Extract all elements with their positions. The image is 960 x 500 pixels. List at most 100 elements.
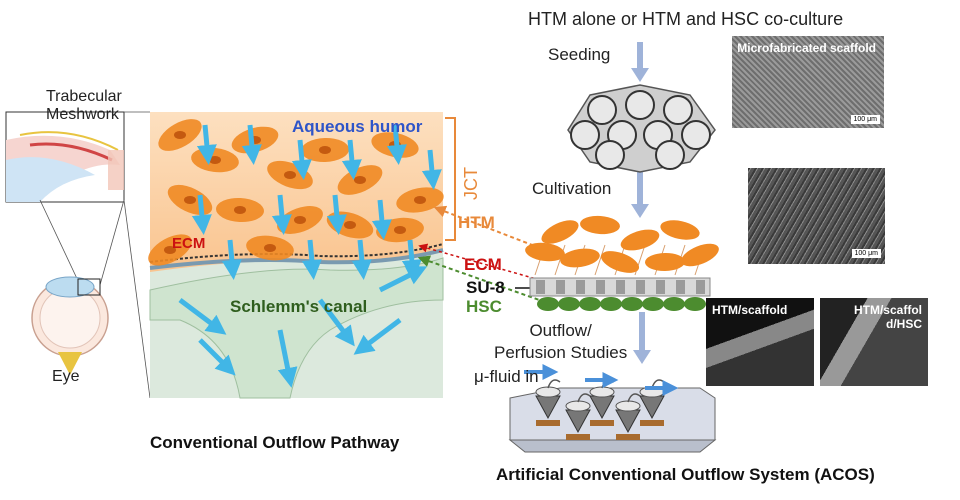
- su8-post: [656, 280, 665, 294]
- label-su8: SU-8: [466, 278, 505, 297]
- flow-arrow: [301, 239, 322, 280]
- scaffold-htm-cell: [645, 252, 685, 272]
- flow-arrow: [421, 149, 442, 190]
- scaffold-htm-cell: [525, 242, 565, 262]
- perfusion-chamber: [589, 379, 615, 426]
- label-outflow-perfusion: Outflow/ Perfusion Studies: [494, 321, 628, 363]
- hsc-cell: [642, 297, 664, 311]
- trabecular-meshwork-inset: [5, 111, 125, 203]
- micrograph-htm-scaffold-hsc: HTM/scaffol d/HSC: [820, 298, 928, 386]
- flow-arrow: [191, 194, 212, 235]
- seeding-well: [681, 120, 711, 150]
- canal-flow-arrow: [178, 298, 227, 335]
- flow-arrow: [291, 139, 312, 180]
- flow-arrow: [221, 239, 242, 280]
- micrograph-htm-scaffold: HTM/scaffold: [706, 298, 814, 386]
- canal-flow-arrow: [378, 266, 428, 293]
- label-trabecular-meshwork: Trabecular Meshwork: [46, 88, 122, 123]
- perfusion-chamber: [535, 379, 561, 426]
- su8-post: [676, 280, 685, 294]
- htm-cell: [396, 187, 444, 213]
- flow-arrow: [351, 239, 372, 280]
- su8-post: [616, 280, 625, 294]
- hsc-cell: [558, 297, 580, 311]
- perfusion-device: [508, 364, 717, 453]
- seeding-well: [570, 120, 600, 150]
- label-aqueous-humor: Aqueous humor: [292, 117, 423, 136]
- perfusion-chamber: [615, 393, 641, 440]
- su8-post: [596, 280, 605, 294]
- htm-cell: [158, 119, 202, 151]
- scaffold-htm-cell: [681, 243, 719, 267]
- hsc-cell: [537, 297, 559, 311]
- su8-post: [536, 280, 545, 294]
- label-htm: HTM: [458, 213, 495, 232]
- process-arrows: [631, 42, 651, 364]
- seeding-well: [587, 95, 617, 125]
- perfusion-chamber: [565, 393, 591, 440]
- su8-post: [636, 280, 645, 294]
- micrograph-cultivation: 100 μm: [748, 168, 885, 264]
- ecm-fiber: [594, 244, 606, 276]
- scaffold-htm-cell: [580, 215, 620, 235]
- htm-cell: [246, 235, 294, 261]
- label-cultivation: Cultivation: [532, 179, 612, 198]
- flow-arrow: [371, 199, 392, 240]
- hsc-cell: [684, 297, 706, 311]
- label-fluid-in: μ-fluid in: [474, 367, 539, 386]
- cultivation-scaffold: [525, 215, 719, 311]
- micrograph-scaffold-caption: Microfabricated scaffold: [737, 41, 876, 55]
- seeding-well: [655, 140, 685, 170]
- flow-arrow: [196, 124, 217, 165]
- canal-flow-arrow: [198, 338, 236, 376]
- scaffold-htm-cell: [541, 220, 579, 244]
- htm-cell: [216, 197, 264, 223]
- scaffold-htm-cell: [560, 248, 600, 268]
- eye-drawing: [31, 199, 125, 375]
- micrograph-htm-scaffold-caption: HTM/scaffold: [712, 303, 788, 317]
- micrograph-htm-scaffold-hsc-caption: HTM/scaffol d/HSC: [853, 303, 922, 331]
- seeding-well: [663, 95, 693, 125]
- scaffold-htm-cell: [600, 251, 640, 273]
- hsc-cell: [600, 297, 622, 311]
- ecm-fiber: [554, 244, 566, 276]
- seeding-device: [567, 84, 716, 173]
- flow-arrow: [241, 124, 262, 165]
- su8-post: [576, 280, 585, 294]
- htm-cell: [301, 137, 349, 163]
- label-schlemms-canal: Schlemm's canal: [230, 297, 368, 316]
- canal-flow-arrow: [318, 298, 355, 347]
- hsc-cell: [621, 297, 643, 311]
- flow-arrow: [386, 124, 407, 165]
- label-eye: Eye: [52, 368, 80, 385]
- flow-arrow: [341, 139, 362, 180]
- su8-post: [696, 280, 705, 294]
- canal-flow-arrow: [353, 318, 402, 355]
- hsc-cell: [579, 297, 601, 311]
- jct-bracket: [445, 117, 456, 241]
- su8-post: [556, 280, 565, 294]
- canal-flow-arrow: [277, 329, 298, 388]
- htm-cell: [148, 234, 192, 266]
- micrograph-cultivation-scale: 100 μm: [851, 249, 881, 258]
- label-jct: JCT: [461, 167, 481, 200]
- label-ecm-left: ECM: [172, 235, 206, 252]
- label-seeding: Seeding: [548, 45, 611, 64]
- scaffold-htm-cell: [620, 229, 660, 251]
- caption-conventional-outflow: Conventional Outflow Pathway: [150, 433, 400, 452]
- micrograph-scaffold: Microfabricated scaffold 100 μm: [732, 36, 884, 128]
- micrograph-scaffold-scale: 100 μm: [850, 115, 880, 124]
- seeding-well: [595, 140, 625, 170]
- flow-arrow: [271, 194, 292, 235]
- hsc-cell: [663, 297, 685, 311]
- title-top: HTM alone or HTM and HSC co-culture: [528, 9, 844, 29]
- flow-arrow: [401, 239, 422, 280]
- aqueous-flow-arrows: [178, 124, 442, 388]
- flow-arrow: [326, 194, 347, 235]
- caption-acos: Artificial Conventional Outflow System (…: [496, 465, 875, 484]
- scaffold-htm-cell: [660, 220, 700, 240]
- label-ecm-right: ECM: [464, 255, 502, 274]
- seeding-well: [625, 90, 655, 120]
- label-hsc: HSC: [466, 297, 502, 316]
